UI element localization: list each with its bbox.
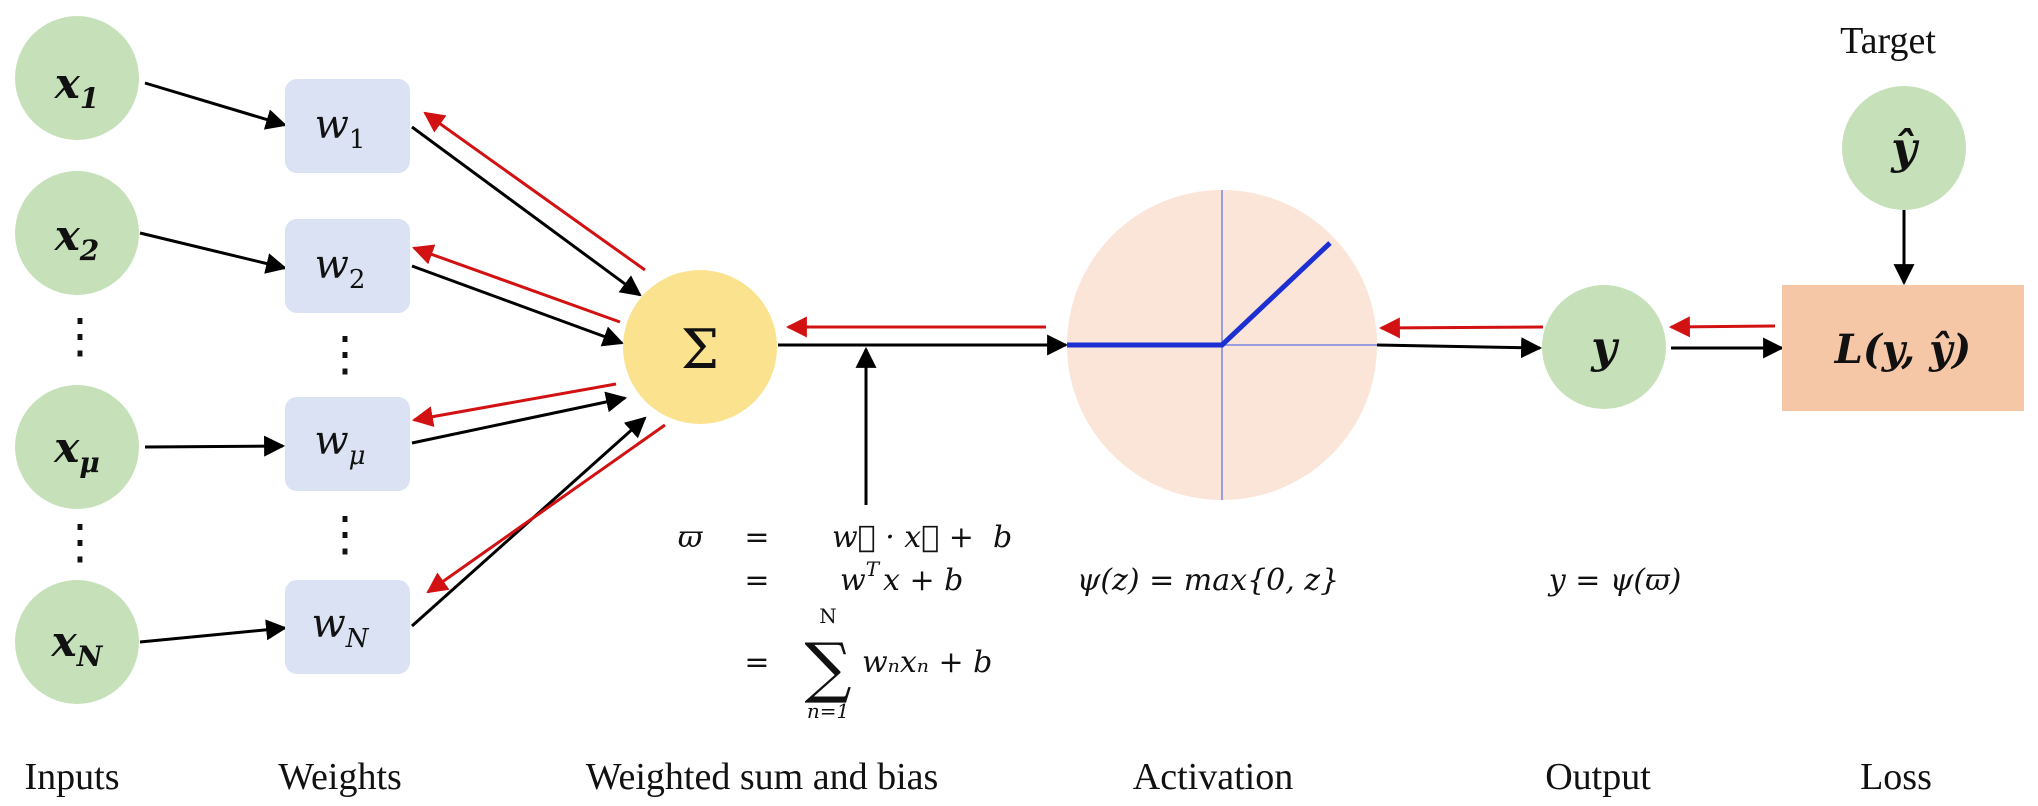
varpi-symbol: ϖ	[678, 520, 704, 555]
sigma-lower-limit: n=1	[807, 699, 849, 723]
input-node-x1: x1	[15, 16, 139, 140]
backprop-sum-w2	[412, 244, 621, 324]
svg-text:w2: w2	[315, 242, 366, 295]
arrow-xN-wN	[139, 619, 288, 644]
activation-node	[1067, 190, 1377, 500]
svg-text:w1: w1	[315, 102, 366, 155]
output-node: y	[1542, 285, 1666, 409]
label-activation: Activation	[1133, 756, 1293, 798]
target-label: Target	[1840, 20, 1936, 62]
svg-text:x1: x1	[54, 59, 100, 115]
input-node-xN: xN	[15, 580, 139, 704]
weight-node-wmu: wμ	[285, 397, 410, 491]
input-ellipsis-top: ⋮	[56, 308, 104, 364]
rhs-dot-product: w⃗ · x⃗ + b	[832, 520, 1012, 555]
weight-ellipsis-bottom: ⋮	[321, 506, 369, 562]
arrow-x1-w1	[144, 81, 288, 130]
equals-1: =	[744, 520, 769, 555]
input-nodes: x1 x2 ⋮ xμ ⋮ xN	[15, 16, 139, 704]
arrow-activation-output	[1376, 337, 1543, 359]
arrow-w1-sum	[411, 125, 642, 297]
label-output: Output	[1545, 756, 1651, 798]
input-node-x2: x2	[15, 171, 139, 295]
weight-node-wN: wN	[285, 580, 410, 674]
forward-arrows	[139, 81, 1915, 644]
target-symbol: ŷ	[1890, 123, 1920, 174]
svg-text:wN: wN	[312, 601, 370, 654]
activation-equation: ψ(z) = max{0, z}	[1077, 563, 1339, 598]
svg-text:x2: x2	[54, 211, 100, 267]
backprop-sum-w1	[423, 111, 646, 272]
label-inputs: Inputs	[25, 756, 120, 798]
weight-ellipsis-top: ⋮	[321, 326, 369, 382]
target-node: Target ŷ	[1840, 20, 1966, 210]
arrow-xmu-wmu	[144, 435, 286, 457]
summation-node: Σ	[623, 270, 777, 424]
input-node-xmu: xμ	[15, 385, 139, 509]
rhs-summation: wₙxₙ + b	[862, 645, 992, 680]
backward-arrows	[411, 111, 1776, 594]
sigma-upper-limit: N	[819, 604, 837, 628]
arrow-x2-w2	[139, 231, 288, 274]
output-equation: y = ψ(ϖ)	[1547, 563, 1682, 598]
sigma-large: ∑	[804, 629, 851, 706]
output-symbol: y	[1590, 322, 1620, 373]
weight-node-w1: w1	[285, 79, 410, 173]
equals-3: =	[744, 645, 769, 680]
backprop-sum-wN	[426, 423, 666, 594]
arrow-w2-sum	[411, 264, 624, 347]
label-loss: Loss	[1860, 756, 1932, 798]
equals-2: =	[744, 563, 769, 598]
svg-text:wμ: wμ	[314, 418, 365, 471]
relu-curve	[1067, 241, 1332, 348]
loss-expression: L(y, ŷ)	[1834, 326, 1971, 373]
loss-node: L(y, ŷ)	[1782, 285, 2024, 411]
label-weighted-sum: Weighted sum and bias	[586, 756, 939, 798]
arrow-wmu-sum	[411, 391, 628, 445]
weight-nodes: w1 w2 ⋮ wμ ⋮ wN	[285, 79, 410, 674]
label-weights: Weights	[278, 756, 402, 798]
backprop-sum-wmu	[411, 382, 617, 428]
sigma-symbol: Σ	[681, 318, 719, 381]
backprop-loss-output	[1668, 316, 1776, 338]
stage-labels: Inputs Weights Weighted sum and bias Act…	[25, 756, 1932, 798]
weight-node-w2: w2	[285, 219, 410, 313]
svg-text:xμ: xμ	[53, 423, 100, 479]
input-ellipsis-bottom: ⋮	[56, 514, 104, 570]
svg-text:xN: xN	[51, 617, 104, 673]
backprop-output-activation	[1378, 317, 1544, 339]
